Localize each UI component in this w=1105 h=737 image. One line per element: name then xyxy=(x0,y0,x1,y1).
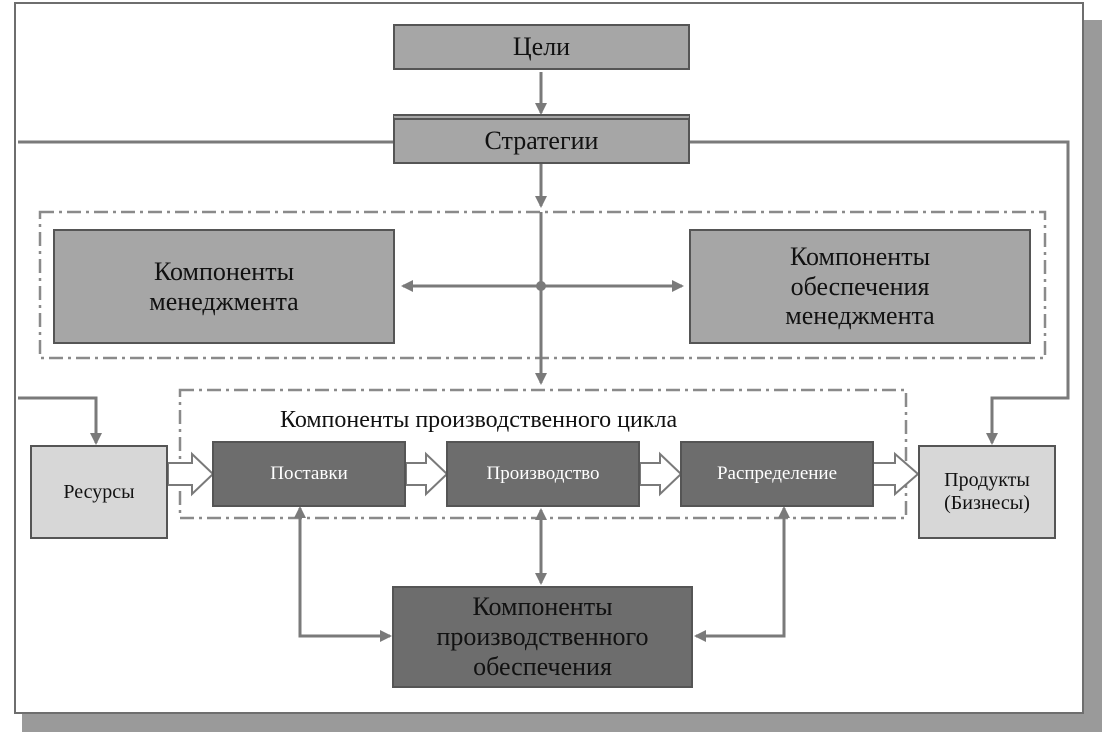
flow-arrow-resources-supply xyxy=(167,451,215,497)
management-support-components-box: Компоненты обеспечения менеджмента xyxy=(689,229,1031,344)
flow-arrow-supply-production xyxy=(405,451,449,497)
goals-box: Цели xyxy=(393,24,690,70)
flow-arrow-production-distribution xyxy=(639,451,683,497)
production-support-components-box: Компоненты производственного обеспечения xyxy=(392,586,693,688)
supply-box: Поставки xyxy=(212,441,406,507)
flow-arrow-distribution-products xyxy=(872,451,920,497)
resources-feed-arrow xyxy=(18,396,102,445)
junction-dot xyxy=(536,281,546,291)
management-components-box: Компоненты менеджмента xyxy=(53,229,395,344)
products-box: Продукты (Бизнесы) xyxy=(918,445,1056,539)
resources-box: Ресурсы xyxy=(30,445,168,539)
distribution-support-arrow xyxy=(694,506,790,642)
strategies-to-products-arrow xyxy=(690,140,1070,445)
strategies-box: Стратегии xyxy=(393,114,690,164)
production-box: Производство xyxy=(446,441,640,507)
distribution-box: Распределение xyxy=(680,441,874,507)
production-cycle-label: Компоненты производственного цикла xyxy=(280,407,678,433)
supply-support-arrow xyxy=(294,506,392,642)
